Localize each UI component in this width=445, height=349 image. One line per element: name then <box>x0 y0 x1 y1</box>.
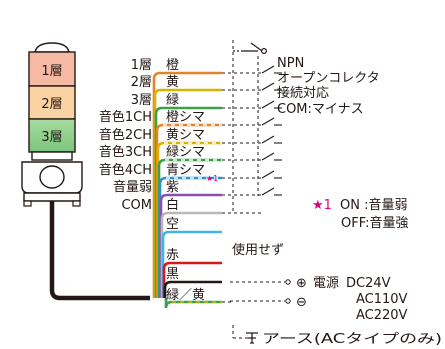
minus-symbol: ⊖ <box>296 295 307 310</box>
earth-icon <box>246 332 258 344</box>
star-marker: ★1 <box>312 198 332 213</box>
switch-3 <box>261 100 275 109</box>
wire-name-3: 緑 <box>166 93 179 108</box>
signal-label-5: 音色2CH <box>99 127 152 143</box>
wire-13 <box>164 298 222 309</box>
com-minus-label: COM:マイナス <box>277 102 364 117</box>
wire-name-7: 青シマ <box>166 163 205 178</box>
star-marker-small: ★1 <box>206 174 218 183</box>
signal-label-7: 音色4CH <box>99 162 152 178</box>
signal-label-2: 2層 <box>131 75 152 90</box>
wire-8 <box>159 193 222 298</box>
signal-label-9: COM <box>121 198 152 213</box>
earth-label: アース(ACタイプのみ) <box>262 332 442 347</box>
switch-1 <box>261 65 275 74</box>
wire-name-13: 緑／黄 <box>166 288 205 303</box>
wire-name-11: 赤 <box>166 248 179 263</box>
tower-neck <box>31 151 73 161</box>
wire-name-10: 空 <box>166 217 179 232</box>
tower-foot-right <box>72 200 81 207</box>
npn-info-block: NPN オープンコレクタ 接続対応 COM:マイナス <box>277 56 380 117</box>
volume-off-label: OFF:音量強 <box>341 215 409 231</box>
wire-1 <box>152 71 222 298</box>
tower-tier-2-label: 2層 <box>41 97 62 112</box>
wire-10 <box>161 230 222 298</box>
wire-7 <box>158 176 222 298</box>
power-label: 電源 <box>313 276 339 291</box>
wire-4 <box>155 123 222 298</box>
power-terminals <box>230 279 291 304</box>
switch-6 <box>261 152 275 161</box>
open-collector-label: オープンコレクタ <box>277 71 380 86</box>
npn-label: NPN <box>277 56 304 71</box>
volume-on-label: ON :音量弱 <box>340 197 407 213</box>
dashed-bus <box>232 40 259 339</box>
wire-name-5: 黄シマ <box>166 128 205 143</box>
switch-2 <box>261 82 275 91</box>
plus-symbol: ⊕ <box>296 276 307 291</box>
signal-label-list: 1層 2層 3層 音色1CH 音色2CH 音色3CH 音色4CH 音量弱 COM <box>99 58 152 213</box>
wire-name-9: 白 <box>166 197 179 213</box>
volume-note: ★1 ON :音量弱 OFF:音量強 <box>312 197 409 231</box>
tower-cap <box>34 42 70 53</box>
wire-6 <box>157 158 222 298</box>
wire-3 <box>154 106 222 298</box>
signal-label-8: 音量弱 <box>113 179 152 195</box>
ac110v-label: AC110V <box>356 292 408 307</box>
signal-tower: 1層 2層 3層 <box>21 42 83 207</box>
power-info-block: ⊕ 電源 ⊖ DC24V AC110V AC220V <box>296 276 408 323</box>
wire-11 <box>162 261 222 298</box>
tower-tier-1 <box>28 51 76 87</box>
wire-9 <box>160 211 222 298</box>
tower-base <box>23 192 81 202</box>
switch-7 <box>261 170 275 179</box>
wire-name-2: 黄 <box>166 75 179 90</box>
switch-array <box>261 65 282 196</box>
wire-color-labels: 橙 黄 緑 橙シマ 黄シマ 緑シマ 青シマ 紫 白 空 赤 黒 緑／黄 <box>166 58 205 303</box>
buzzer-speaker-icon <box>39 165 65 189</box>
signal-label-3: 3層 <box>131 93 152 108</box>
wire-name-6: 緑シマ <box>166 145 205 160</box>
signal-label-4: 音色1CH <box>99 109 152 125</box>
com-terminal-icon <box>233 42 268 54</box>
signal-label-6: 音色3CH <box>99 144 152 160</box>
switch-5 <box>261 135 275 144</box>
switch-4 <box>261 117 275 126</box>
wire-bundle <box>152 71 262 309</box>
switch-8 <box>261 187 275 196</box>
wire-name-12: 黒 <box>166 267 179 282</box>
unused-label: 使用せず <box>232 242 284 258</box>
dc24v-label: DC24V <box>346 276 391 291</box>
signal-label-1: 1層 <box>131 58 152 73</box>
ac220v-label: AC220V <box>356 308 408 323</box>
wire-12 <box>163 280 222 298</box>
tower-tier-3-label: 3層 <box>41 130 62 145</box>
main-cable <box>49 201 150 301</box>
tower-foot-left <box>23 200 32 207</box>
wire-name-8: 紫 <box>166 180 179 195</box>
wire-name-4: 橙シマ <box>166 110 205 125</box>
wire-2 <box>153 88 222 298</box>
wire-5 <box>156 141 222 298</box>
wire-name-1: 橙 <box>166 58 179 73</box>
connection-label: 接続対応 <box>277 85 329 101</box>
tower-tier-1-label: 1層 <box>41 64 62 79</box>
